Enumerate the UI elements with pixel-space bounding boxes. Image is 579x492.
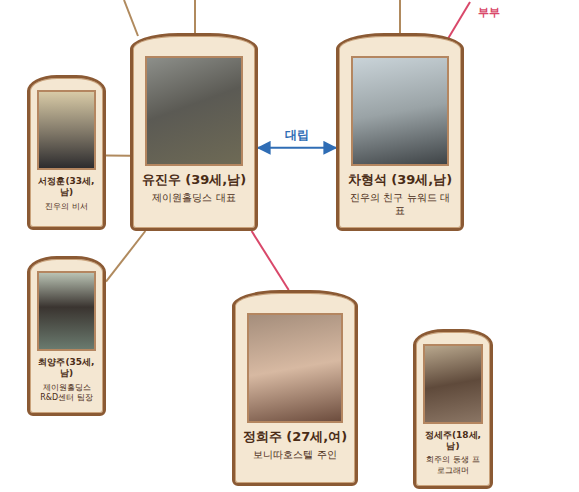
upper-link: [124, 0, 138, 36]
character-card: 정세주(18세,남)희주의 동생 프로그래머: [413, 329, 493, 489]
card-text: 서정훈(33세,남) 진우의 비서: [30, 176, 103, 212]
character-card: 차형석 (39세,남) 진우의 친구 뉴워드 대표: [336, 33, 464, 231]
character-role: 진우의 친구 뉴워드 대표: [339, 191, 461, 217]
portrait-photo: [37, 271, 96, 351]
relation-line: [252, 231, 289, 290]
character-card: 유진우 (39세,남) 제이원홀딩스 대표: [130, 33, 258, 231]
card-text: 정세주(18세,남)희주의 동생 프로그래머: [416, 430, 490, 476]
character-role: 제이원홀딩스 대표: [133, 191, 255, 204]
character-card: 서정훈(33세,남) 진우의 비서: [27, 75, 106, 230]
character-card: 정희주 (27세,여) 보니따호스텔 주인: [232, 290, 358, 486]
relation-line: [106, 155, 130, 157]
relation-line: [106, 231, 145, 282]
character-role: 희주의 동생 프로그래머: [416, 455, 490, 476]
couple-link: [446, 2, 470, 42]
relation-label: 부부: [476, 5, 502, 20]
portrait-photo: [423, 344, 483, 424]
character-card: 최양주(35세,남) 제이원홀딩스 R&D센터 팀장: [27, 256, 106, 416]
character-role: 제이원홀딩스 R&D센터 팀장: [30, 383, 103, 404]
card-text: 최양주(35세,남) 제이원홀딩스 R&D센터 팀장: [30, 357, 103, 403]
card-text: 유진우 (39세,남) 제이원홀딩스 대표: [133, 172, 255, 204]
portrait-photo: [145, 56, 243, 166]
card-text: 정희주 (27세,여) 보니따호스텔 주인: [235, 429, 355, 461]
relation-line: [258, 147, 336, 149]
character-name: 서정훈(33세,남): [30, 176, 103, 199]
portrait-photo: [247, 313, 343, 423]
character-name: 정세주(18세,남): [416, 430, 490, 453]
character-role: 진우의 비서: [30, 202, 103, 212]
character-name: 차형석 (39세,남): [339, 172, 461, 188]
portrait-photo: [37, 90, 96, 170]
edge-label: 대립: [283, 127, 311, 144]
upper-link: [399, 0, 401, 34]
character-role: 보니따호스텔 주인: [235, 448, 355, 461]
character-name: 정희주 (27세,여): [235, 429, 355, 445]
upper-link: [194, 0, 196, 34]
character-name: 유진우 (39세,남): [133, 172, 255, 188]
portrait-photo: [351, 56, 449, 166]
card-text: 차형석 (39세,남) 진우의 친구 뉴워드 대표: [339, 172, 461, 217]
character-name: 최양주(35세,남): [30, 357, 103, 380]
